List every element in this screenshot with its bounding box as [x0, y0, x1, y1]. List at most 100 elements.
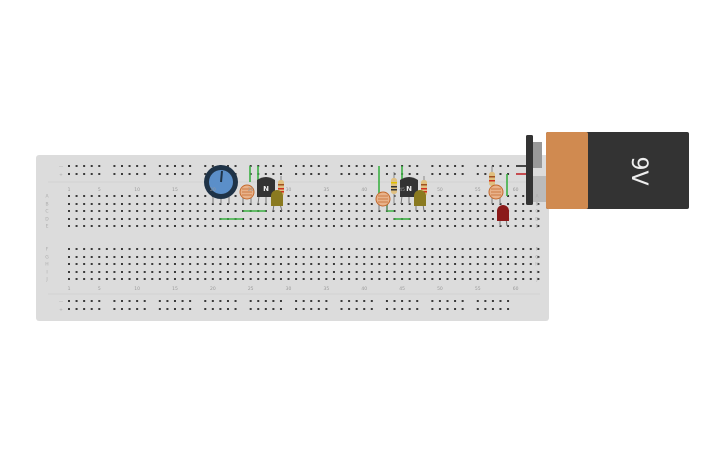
breadboard-hole[interactable] [120, 225, 123, 227]
breadboard-hole[interactable] [83, 195, 86, 197]
breadboard-hole[interactable] [226, 278, 229, 280]
breadboard-hole[interactable] [75, 271, 78, 273]
breadboard-hole[interactable] [295, 308, 298, 310]
breadboard-hole[interactable] [522, 210, 525, 212]
breadboard-hole[interactable] [219, 210, 222, 212]
breadboard-hole[interactable] [166, 300, 169, 302]
breadboard-hole[interactable] [90, 210, 93, 212]
breadboard-hole[interactable] [120, 165, 123, 167]
breadboard-hole[interactable] [204, 210, 207, 212]
breadboard-hole[interactable] [287, 210, 290, 212]
breadboard-hole[interactable] [196, 248, 199, 250]
breadboard-hole[interactable] [249, 218, 252, 220]
breadboard-hole[interactable] [136, 203, 139, 205]
breadboard-hole[interactable] [446, 203, 449, 205]
breadboard-hole[interactable] [158, 271, 161, 273]
breadboard-hole[interactable] [317, 218, 320, 220]
breadboard-hole[interactable] [234, 195, 237, 197]
breadboard-hole[interactable] [355, 195, 358, 197]
breadboard-hole[interactable] [98, 225, 101, 227]
breadboard-hole[interactable] [143, 308, 146, 310]
led-yellow[interactable] [414, 190, 426, 212]
breadboard-hole[interactable] [385, 263, 388, 265]
breadboard-hole[interactable] [363, 271, 366, 273]
breadboard-hole[interactable] [98, 203, 101, 205]
breadboard-hole[interactable] [295, 278, 298, 280]
breadboard-hole[interactable] [113, 278, 116, 280]
breadboard-hole[interactable] [264, 256, 267, 258]
breadboard-hole[interactable] [348, 248, 351, 250]
breadboard-hole[interactable] [370, 173, 373, 175]
breadboard-hole[interactable] [120, 173, 123, 175]
breadboard-hole[interactable] [226, 256, 229, 258]
breadboard-hole[interactable] [136, 278, 139, 280]
breadboard-hole[interactable] [454, 225, 457, 227]
breadboard-hole[interactable] [90, 165, 93, 167]
breadboard-hole[interactable] [143, 218, 146, 220]
breadboard-hole[interactable] [385, 271, 388, 273]
breadboard-hole[interactable] [310, 195, 313, 197]
breadboard-hole[interactable] [401, 308, 404, 310]
breadboard-hole[interactable] [363, 300, 366, 302]
breadboard-hole[interactable] [355, 218, 358, 220]
breadboard-hole[interactable] [75, 256, 78, 258]
breadboard-hole[interactable] [469, 263, 472, 265]
breadboard-hole[interactable] [522, 248, 525, 250]
breadboard-hole[interactable] [378, 225, 381, 227]
breadboard-hole[interactable] [484, 248, 487, 250]
breadboard-hole[interactable] [393, 165, 396, 167]
breadboard-hole[interactable] [355, 263, 358, 265]
breadboard-hole[interactable] [257, 308, 260, 310]
breadboard-hole[interactable] [401, 300, 404, 302]
breadboard-hole[interactable] [295, 248, 298, 250]
breadboard-hole[interactable] [340, 308, 343, 310]
breadboard-hole[interactable] [181, 271, 184, 273]
breadboard-hole[interactable] [401, 263, 404, 265]
breadboard-hole[interactable] [158, 165, 161, 167]
breadboard-hole[interactable] [272, 300, 275, 302]
breadboard-hole[interactable] [317, 173, 320, 175]
breadboard-hole[interactable] [408, 225, 411, 227]
breadboard-hole[interactable] [355, 165, 358, 167]
breadboard-hole[interactable] [461, 263, 464, 265]
breadboard-hole[interactable] [317, 278, 320, 280]
breadboard-hole[interactable] [355, 248, 358, 250]
breadboard-hole[interactable] [507, 256, 510, 258]
breadboard-hole[interactable] [279, 300, 282, 302]
breadboard-hole[interactable] [196, 210, 199, 212]
breadboard-hole[interactable] [128, 308, 131, 310]
breadboard-hole[interactable] [83, 271, 86, 273]
breadboard-hole[interactable] [310, 165, 313, 167]
breadboard-hole[interactable] [226, 203, 229, 205]
battery-9v[interactable]: 9V [526, 132, 689, 209]
breadboard-hole[interactable] [348, 203, 351, 205]
breadboard-hole[interactable] [189, 300, 192, 302]
breadboard-hole[interactable] [484, 278, 487, 280]
breadboard-hole[interactable] [68, 263, 70, 265]
breadboard-hole[interactable] [431, 278, 434, 280]
breadboard-hole[interactable] [476, 271, 479, 273]
breadboard-hole[interactable] [196, 263, 199, 265]
breadboard-hole[interactable] [454, 165, 457, 167]
breadboard-hole[interactable] [287, 195, 290, 197]
breadboard-hole[interactable] [476, 203, 479, 205]
breadboard-hole[interactable] [173, 271, 176, 273]
breadboard-hole[interactable] [476, 173, 479, 175]
breadboard-hole[interactable] [158, 248, 161, 250]
breadboard-hole[interactable] [438, 173, 441, 175]
breadboard-hole[interactable] [423, 271, 426, 273]
breadboard-hole[interactable] [113, 203, 116, 205]
breadboard-hole[interactable] [105, 210, 108, 212]
breadboard-hole[interactable] [340, 300, 343, 302]
breadboard-hole[interactable] [128, 248, 131, 250]
breadboard-hole[interactable] [173, 203, 176, 205]
breadboard-hole[interactable] [151, 218, 154, 220]
breadboard-hole[interactable] [431, 256, 434, 258]
breadboard-hole[interactable] [484, 271, 487, 273]
potentiometer[interactable] [204, 165, 238, 204]
breadboard-hole[interactable] [68, 278, 70, 280]
breadboard-hole[interactable] [234, 225, 237, 227]
breadboard-hole[interactable] [90, 278, 93, 280]
breadboard-hole[interactable] [317, 203, 320, 205]
breadboard-hole[interactable] [537, 271, 540, 273]
